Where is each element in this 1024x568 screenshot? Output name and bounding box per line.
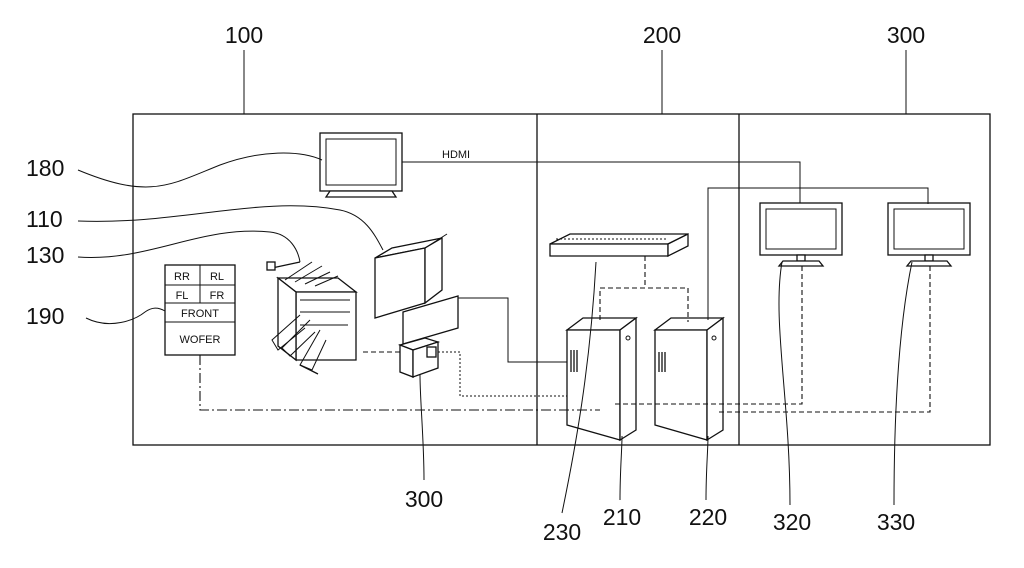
leader-110 [77, 205, 384, 251]
panel-to-pc-cable [458, 297, 567, 363]
label-300-top: 300 [887, 22, 925, 48]
leader-230 [561, 261, 597, 514]
panel-rl: RL [210, 271, 224, 283]
panel-fr: FR [210, 290, 225, 302]
label-230: 230 [543, 519, 581, 545]
label-220: 220 [689, 504, 727, 530]
leader-320 [778, 261, 791, 506]
label-200: 200 [643, 22, 681, 48]
monitor330-to-pc-link [716, 266, 931, 413]
leader-180 [77, 152, 323, 188]
monitor-320 [759, 202, 843, 267]
leader-210 [619, 435, 623, 501]
leader-220 [705, 435, 709, 501]
label-210: 210 [603, 504, 641, 530]
hdmi-cable [402, 161, 801, 204]
driving-rig-130 [266, 261, 358, 375]
speaker-signal-line [199, 355, 600, 411]
leader-330 [893, 261, 913, 506]
label-320: 320 [773, 509, 811, 535]
network-switch-230 [549, 232, 689, 258]
pc-210 [565, 316, 638, 442]
panel-fl: FL [176, 290, 189, 302]
speaker-panel-190 [164, 264, 236, 356]
monitor320-to-pc-link [612, 266, 803, 405]
camera-to-pc-link [438, 351, 567, 397]
monitor-180 [319, 132, 403, 198]
panel-wofer: WOFER [180, 334, 221, 346]
leader-300-bottom [419, 374, 425, 481]
label-110: 110 [26, 206, 63, 232]
panel-rr: RR [174, 271, 190, 283]
projector-box-110 [374, 233, 448, 319]
label-130: 130 [26, 242, 64, 268]
pc220-to-monitors-cable [707, 187, 929, 320]
label-300-bottom: 300 [405, 486, 443, 512]
monitor-330 [887, 202, 971, 267]
label-190: 190 [26, 303, 64, 329]
label-100: 100 [225, 22, 263, 48]
leader-130 [77, 230, 301, 263]
secondary-panel [402, 295, 459, 345]
camera-device-300 [397, 337, 441, 378]
panel-front: FRONT [181, 308, 219, 320]
pc-220 [653, 316, 725, 442]
hdmi-label: HDMI [442, 149, 470, 161]
outer-frame [132, 113, 991, 446]
label-330: 330 [877, 509, 915, 535]
label-180: 180 [26, 155, 64, 181]
switch-to-pcs-link [599, 287, 689, 322]
leader-190 [85, 307, 166, 325]
